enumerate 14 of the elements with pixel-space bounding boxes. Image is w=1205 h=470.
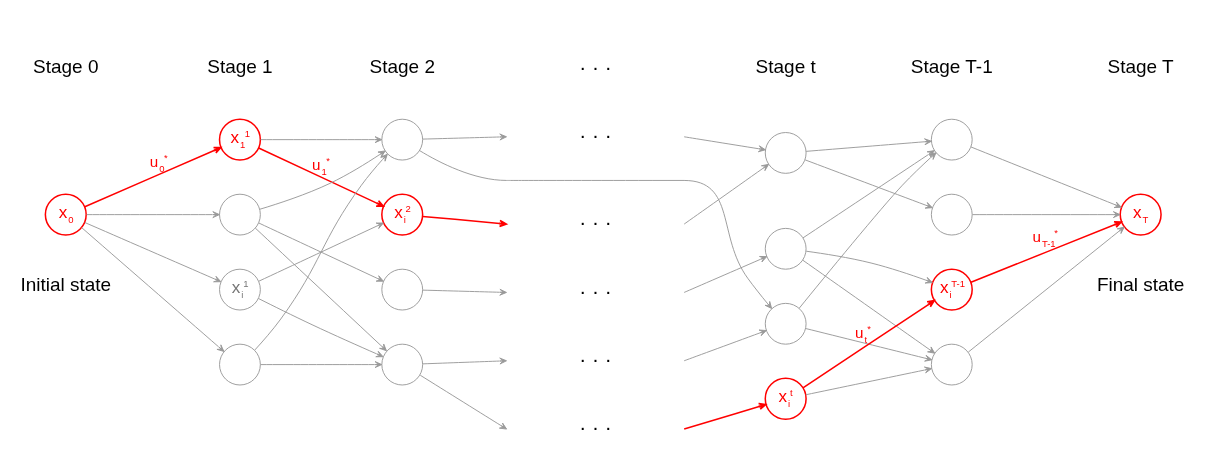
node-label: Final state <box>1096 273 1185 295</box>
label: Stage T-1 <box>910 55 993 77</box>
label: · · · <box>579 209 612 233</box>
label: · · · <box>579 54 612 78</box>
label: · · · <box>579 278 612 302</box>
node-label: Initial state <box>20 273 112 295</box>
label: Stage 0 <box>33 55 99 77</box>
label: · · · <box>579 414 612 438</box>
label: · · · <box>579 122 612 146</box>
label: Stage 2 <box>369 55 435 77</box>
label: Stage 1 <box>207 55 273 77</box>
label: Stage t <box>755 55 816 77</box>
label: Stage T <box>1107 55 1174 77</box>
label: · · · <box>579 346 612 370</box>
